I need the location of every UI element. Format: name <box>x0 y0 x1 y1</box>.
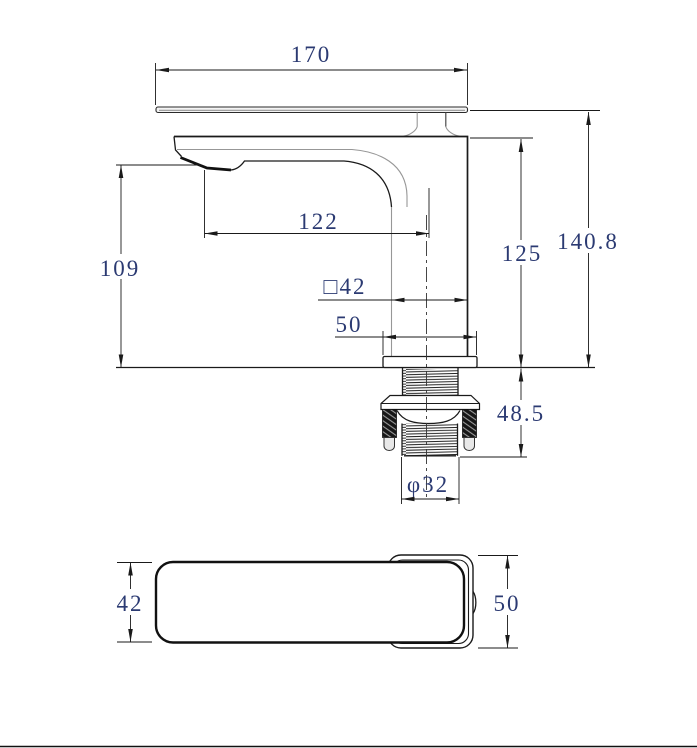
mounting-bolt-right <box>462 409 477 451</box>
dim-label-50-base: 50 <box>336 312 363 337</box>
dim-overall-height: 140.8 <box>470 110 621 368</box>
mounting-flange <box>380 394 481 411</box>
plan-outline <box>154 554 477 649</box>
dim-handle-width: 42 <box>113 562 152 643</box>
dim-body-square: □42 <box>318 274 468 303</box>
handle-stem <box>403 112 460 137</box>
dim-label-125: 125 <box>502 241 543 266</box>
dimensions-plan-view: 42 50 <box>113 555 526 649</box>
dim-label-48-5: 48.5 <box>497 401 545 426</box>
dim-label-140-8: 140.8 <box>557 229 619 254</box>
dim-label-square-42: □42 <box>324 274 367 299</box>
dim-thread-diameter: φ32 <box>401 457 460 504</box>
dim-label-50-plan: 50 <box>494 591 521 616</box>
dim-label-phi-32: φ32 <box>407 472 449 497</box>
dim-spout-outlet-height: 109 <box>100 164 202 368</box>
base-plate <box>382 355 478 369</box>
dimensions-side-view: 170 122 109 □42 <box>100 42 621 504</box>
dim-base-size: 50 <box>478 555 526 649</box>
mounting-bolt-left <box>382 409 397 451</box>
spout-nose <box>173 136 182 157</box>
dim-label-122: 122 <box>298 209 339 234</box>
dim-spout-reach: 122 <box>204 170 430 238</box>
dim-base-plate-width: 50 <box>335 312 477 355</box>
spout-underside <box>230 160 393 208</box>
dim-label-170: 170 <box>291 42 332 67</box>
dim-body-height: 125 <box>470 137 543 368</box>
dim-spout-overall-length: 170 <box>155 42 468 105</box>
faucet-outline <box>155 106 469 357</box>
body-outline <box>174 135 469 357</box>
lower-thread <box>402 423 458 456</box>
mounting-hardware <box>380 215 481 497</box>
spout-inner-edge <box>177 148 408 207</box>
base-cap-notch <box>472 591 477 614</box>
pipe-shoulder-arcs <box>396 410 461 425</box>
dim-label-109: 109 <box>100 256 141 281</box>
dim-below-deck-length: 48.5 <box>460 368 549 458</box>
handle-plan-outline <box>154 560 466 644</box>
plan-view: 42 50 <box>113 554 526 649</box>
side-elevation-view: 170 122 109 □42 <box>100 42 621 504</box>
dim-label-42-plan: 42 <box>117 591 144 616</box>
spout-aerator <box>179 156 232 172</box>
upper-thread <box>403 369 458 395</box>
